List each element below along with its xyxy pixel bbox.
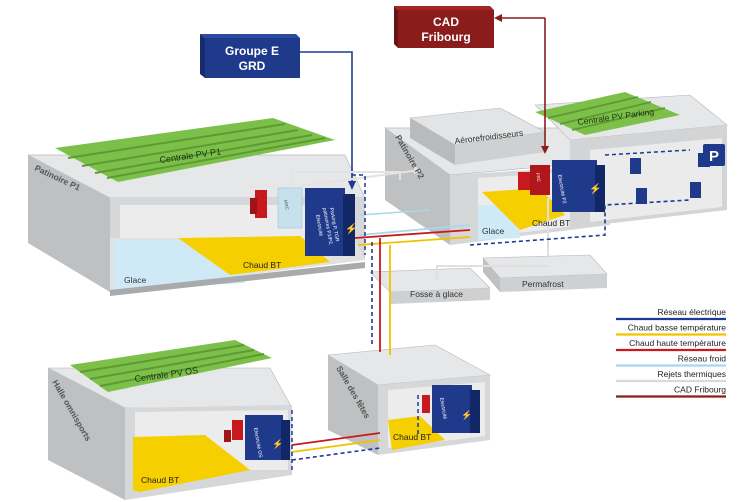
legend-label: Chaud basse température: [628, 323, 727, 333]
badge-groupe-e-line2: GRD: [239, 59, 266, 73]
heat-floor-os: [133, 435, 250, 492]
zone-glace-p2: Glace: [482, 226, 504, 236]
legend-label: CAD Fribourg: [674, 385, 726, 395]
heat-floor-salle: [388, 416, 445, 450]
equipment-p2: [518, 160, 605, 212]
legend-label: Réseau froid: [678, 354, 726, 364]
equip-elec-p1-line1: Electricité: [314, 214, 324, 237]
parking: P: [534, 92, 728, 228]
heat-floor-p1: [178, 236, 330, 275]
parking-sign-icon: P: [703, 144, 725, 166]
lightning-icon: ⚡: [272, 438, 283, 450]
equip-elec-p2: Electricité P2: [556, 174, 567, 204]
car-icon: [636, 188, 647, 204]
equip-elec-p1-line3: Parking P, TGR: [328, 207, 340, 242]
zone-chaud-os: Chaud BT: [141, 475, 179, 485]
equip-elec-salle: Electricité: [438, 397, 448, 420]
car-icon: [690, 182, 701, 198]
pv-roof-p1: [55, 118, 335, 182]
equip-elec-os: Electricité OS: [252, 427, 263, 459]
zone-chaud-p2: Chaud BT: [532, 218, 570, 228]
zone-chaud-p1: Chaud BT: [243, 260, 281, 270]
badge-cad-line1: CAD: [433, 15, 459, 29]
legend-label: Rejets thermiques: [657, 369, 726, 379]
lightning-icon: ⚡: [589, 182, 601, 195]
aerorefroidisseurs: [409, 107, 546, 165]
halle-omnisports: [47, 340, 293, 500]
car-icon: [630, 158, 641, 174]
zone-glace-p1: Glace: [124, 275, 146, 285]
equipment-p1: [250, 187, 355, 256]
equip-mrc-p1: MRC: [283, 199, 290, 211]
heat-floor-p2: [482, 188, 565, 230]
badge-cad-line2: Fribourg: [421, 30, 470, 44]
pv-roof-parking: [535, 92, 680, 135]
badge-groupe-e-line1: Groupe E: [225, 44, 279, 58]
badge-cad: CAD Fribourg: [394, 6, 494, 48]
svg-text:P: P: [709, 148, 719, 165]
equip-frc-p2: FRC: [535, 172, 542, 183]
lightning-icon: ⚡: [345, 222, 357, 235]
lightning-icon: ⚡: [461, 409, 472, 421]
zone-permafrost: Permafrost: [522, 279, 564, 289]
legend-label: Chaud haute température: [629, 338, 726, 348]
legend-label: Réseau électrique: [657, 307, 726, 317]
fosse-a-glace: [369, 267, 491, 304]
zone-fosse: Fosse à glace: [410, 289, 463, 299]
network-lines: [291, 14, 691, 470]
badge-groupe-e: Groupe E GRD: [200, 34, 300, 78]
salle-des-fetes: [327, 344, 492, 455]
zone-chaud-salle: Chaud BT: [393, 432, 431, 442]
pv-roof-os: [70, 340, 272, 392]
